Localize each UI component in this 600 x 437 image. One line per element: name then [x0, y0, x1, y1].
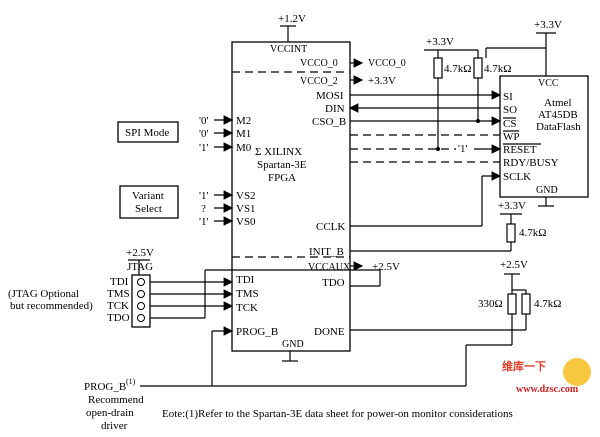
flash-pin-wp: WP	[503, 131, 520, 143]
pullup-resistor-2	[473, 57, 483, 79]
vcco0-pin-label: VCCO_0	[300, 58, 338, 69]
flash-title-2: AT45DB	[538, 109, 578, 121]
variant-val-vs2: '1'	[199, 190, 208, 202]
watermark-logo: 维库一下 www.dzsc.com	[502, 358, 591, 395]
pin-m1: M1	[236, 128, 251, 140]
pin-mosi: MOSI	[316, 90, 344, 102]
pullup-r2-label: 4.7kΩ	[484, 63, 511, 75]
flash-title-3: DataFlash	[536, 121, 581, 133]
pullup-supply-label: +3.3V	[426, 36, 454, 48]
mode-val-m0: '1'	[199, 142, 208, 154]
fpga-title-3: FPGA	[268, 172, 296, 184]
variant-val-vs0: '1'	[199, 216, 208, 228]
done-resistor-4k7	[521, 293, 531, 315]
vcco2-pin-label: VCCO_2	[300, 76, 338, 87]
prog-b-note-1: Recommend	[88, 394, 144, 406]
pin-tck: TCK	[236, 302, 258, 314]
fpga-title-2: Spartan-3E	[257, 159, 307, 171]
jtag-header-label: JTAG	[127, 261, 153, 273]
flash-title-1: Atmel	[544, 97, 572, 109]
reset-value-label: '1'	[458, 143, 467, 155]
flash-pin-si: SI	[503, 91, 513, 103]
flash-supply-label: +3.3V	[534, 19, 562, 31]
done-resistor-330	[507, 293, 517, 315]
vccint-supply-label: +1.2V	[278, 13, 306, 25]
pin-m2: M2	[236, 115, 251, 127]
pin-cclk: CCLK	[316, 221, 345, 233]
vcco0-ext-label: VCCO_0	[368, 58, 406, 69]
mode-val-m1: '0'	[199, 128, 208, 140]
mode-val-m2: '0'	[199, 115, 208, 127]
init-pullup-label: 4.7kΩ	[519, 227, 546, 239]
vccaux-supply-label: +2.5V	[372, 261, 400, 273]
done-r4k7-label: 4.7kΩ	[534, 298, 561, 310]
pullup-r1-label: 4.7kΩ	[444, 63, 471, 75]
done-supply-label: +2.5V	[500, 259, 528, 271]
dataflash-block	[499, 75, 589, 198]
flash-pin-sclk: SCLK	[503, 171, 531, 183]
pin-tdo: TDO	[322, 277, 345, 289]
init-pullup-resistor	[506, 223, 516, 243]
vccint-pin-label: VCCINT	[270, 44, 307, 55]
pin-m0: M0	[236, 142, 252, 154]
pin-vs2: VS2	[236, 190, 256, 202]
jtag-pin-tdi: TDI	[110, 276, 129, 288]
variant-select-box	[119, 185, 179, 219]
jtag-note-1: (JTAG Optional	[8, 288, 79, 300]
variant-select-2: Select	[135, 203, 162, 215]
fpga-block	[231, 41, 351, 352]
pin-prog-b: PROG_B	[236, 326, 278, 338]
flash-gnd-label: GND	[536, 185, 558, 196]
jtag-pin-tck: TCK	[107, 300, 129, 312]
spi-mode-label: SPI Mode	[125, 127, 169, 139]
prog-b-superscript: (1)	[126, 377, 136, 386]
pin-din: DIN	[325, 103, 345, 115]
flash-pin-reset: RESET	[503, 144, 537, 156]
pullup-resistor-1	[433, 57, 443, 79]
svg-text:维库一下: 维库一下	[502, 359, 546, 373]
init-supply-label: +3.3V	[498, 200, 526, 212]
flash-vcc-label: VCC	[538, 78, 559, 89]
fpga-title-1: Σ XILINX	[255, 146, 302, 158]
pin-init-b: INIT_B	[309, 246, 344, 258]
jtag-pin-tdo: TDO	[107, 312, 130, 324]
jtag-supply-label: +2.5V	[126, 247, 154, 259]
pin-done: DONE	[314, 326, 345, 338]
flash-pin-so: SO	[503, 104, 517, 116]
variant-val-vs1: ?	[201, 203, 206, 215]
spi-mode-box	[117, 121, 179, 143]
jtag-pin-tms: TMS	[107, 288, 130, 300]
pin-vccaux: VCCAUX	[308, 262, 351, 273]
prog-b-note-3: driver	[101, 420, 128, 432]
pin-vs1: VS1	[236, 203, 256, 215]
vcco2-supply-label: +3.3V	[368, 75, 396, 87]
jtag-note-2: but recommended)	[10, 300, 93, 312]
flash-pin-rdy-busy: RDY/BUSY	[503, 157, 559, 169]
flash-pin-cs: CS	[503, 118, 516, 130]
svg-text:www.dzsc.com: www.dzsc.com	[516, 384, 579, 395]
pin-cso-b: CSO_B	[312, 116, 346, 128]
jtag-connector	[131, 274, 151, 328]
pin-vs0: VS0	[236, 216, 256, 228]
footnote: Eote:(1)Refer to the Spartan-3E data she…	[162, 408, 513, 420]
pin-tms: TMS	[236, 288, 259, 300]
done-r330-label: 330Ω	[478, 298, 503, 310]
variant-select-1: Variant	[132, 190, 164, 202]
pin-tdi: TDI	[236, 274, 255, 286]
prog-b-note-2: open-drain	[86, 407, 134, 419]
prog-b-label: PROG_B	[84, 381, 126, 393]
fpga-gnd: GND	[282, 339, 304, 350]
